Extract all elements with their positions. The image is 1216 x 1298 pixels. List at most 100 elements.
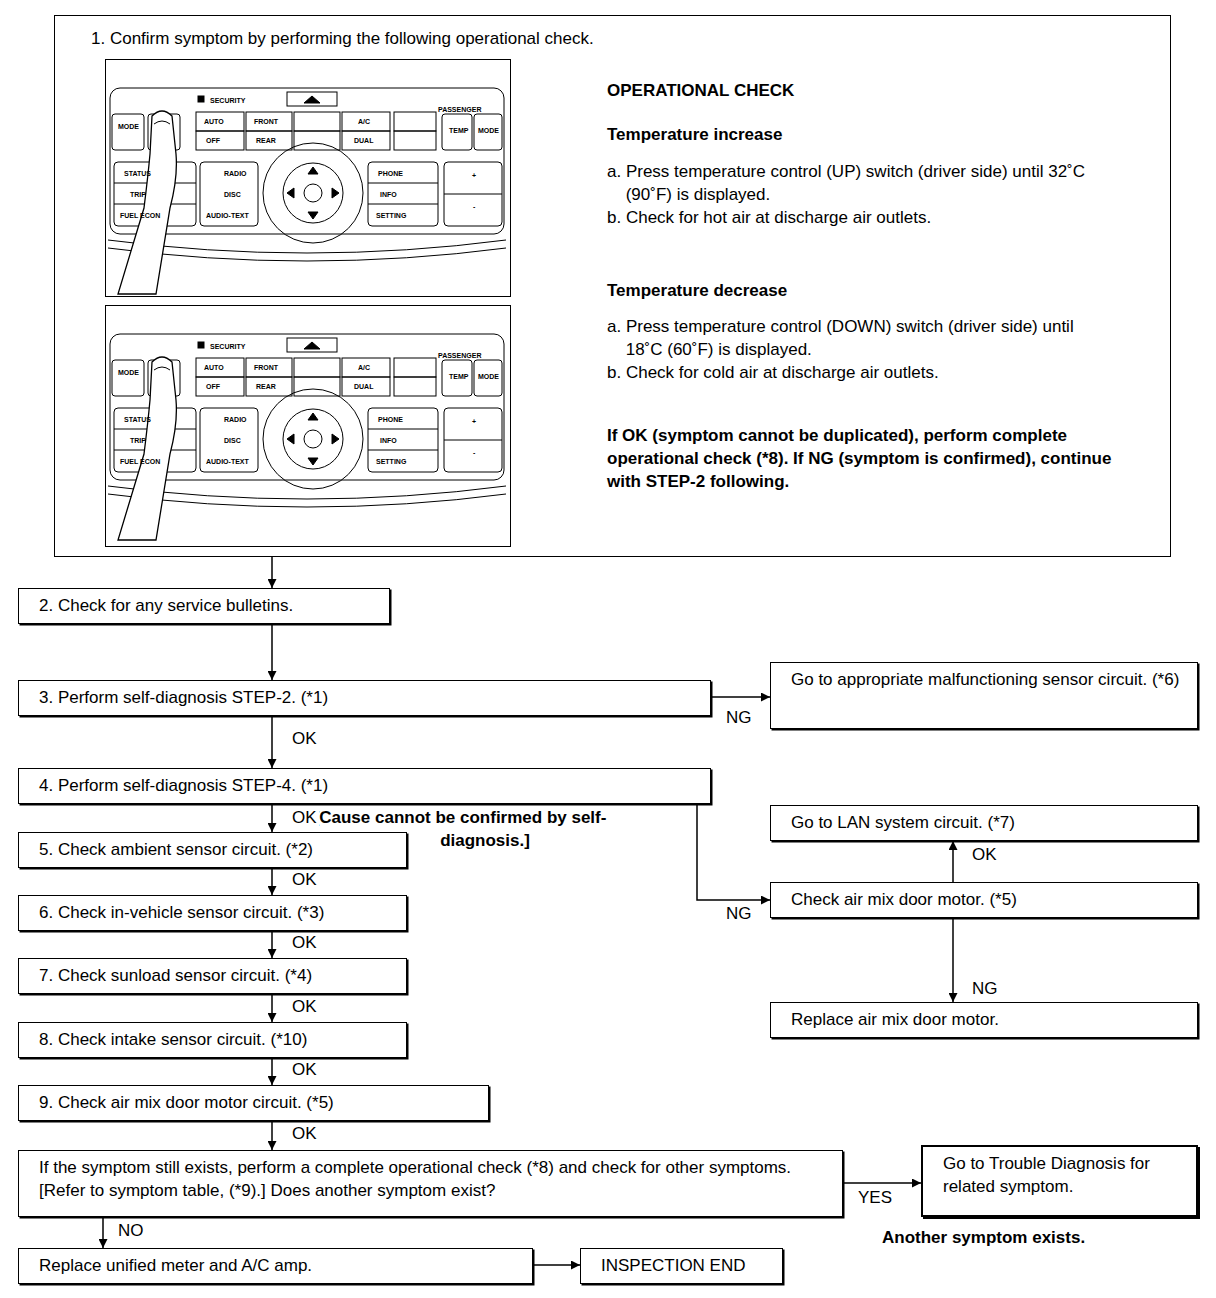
process-box: Replace air mix door motor. <box>770 1002 1198 1038</box>
process-box: 7. Check sunload sensor circuit. (*4) <box>18 958 407 994</box>
button-label: REAR <box>256 137 276 145</box>
edge-label: OK <box>290 870 319 890</box>
flow-arrow <box>271 994 273 1022</box>
button-label: DUAL <box>354 137 373 145</box>
edge-label: OK <box>290 933 319 953</box>
process-box: 4. Perform self-diagnosis STEP-4. (*1) <box>18 768 711 804</box>
flow-arrow <box>271 804 273 832</box>
flow-arrow <box>697 804 770 900</box>
panel-drawing <box>108 88 506 294</box>
button-label: AUTO <box>204 118 224 126</box>
edge-label: OK <box>290 997 319 1017</box>
process-box: 8. Check intake sensor circuit. (*10) <box>18 1022 407 1058</box>
button-label: RADIO <box>224 416 247 424</box>
button-label: SECURITY <box>210 343 245 351</box>
box-text: Replace unified meter and A/C amp. <box>39 1254 520 1277</box>
box-text: Temperature decrease <box>607 279 1147 302</box>
box-text: 2. Check for any service bulletins. <box>39 594 377 617</box>
flow-arrow <box>271 931 273 958</box>
process-box: Go to LAN system circuit. (*7) <box>770 805 1198 841</box>
flow-arrow <box>271 1058 273 1085</box>
box-text: b. Check for hot air at discharge air ou… <box>607 206 1166 229</box>
button-label: TEMP <box>449 127 468 135</box>
button-label: SETTING <box>376 458 406 466</box>
button-label: AUDIO-TEXT <box>206 212 249 220</box>
button-label: PHONE <box>378 170 403 178</box>
flow-arrow <box>843 1182 921 1184</box>
flow-arrow <box>952 918 954 1002</box>
button-label: STATUS <box>124 170 151 178</box>
edge-label: NO <box>116 1221 146 1241</box>
box-text: 1. Confirm symptom by performing the fol… <box>91 27 991 50</box>
process-box: Replace unified meter and A/C amp. <box>18 1248 533 1284</box>
flow-arrow <box>271 716 273 768</box>
box-text: Go to LAN system circuit. (*7) <box>791 811 1185 834</box>
box-text: a. Press temperature control (UP) switch… <box>607 160 1096 206</box>
flow-arrow <box>952 841 954 882</box>
box-text: 6. Check in-vehicle sensor circuit. (*3) <box>39 901 394 924</box>
button-label: RADIO <box>224 170 247 178</box>
edge-label: OK <box>290 729 319 749</box>
box-text: 4. Perform self-diagnosis STEP-4. (*1) <box>39 774 698 797</box>
button-label: INFO <box>380 191 397 199</box>
box-text: 8. Check intake sensor circuit. (*10) <box>39 1028 394 1051</box>
button-label: MODE <box>478 127 499 135</box>
box-text: Go to Trouble Diagnosis for related symp… <box>943 1152 1184 1198</box>
edge-label: OK <box>970 845 999 865</box>
button-label: INFO <box>380 437 397 445</box>
button-label: FUEL ECON <box>120 458 160 466</box>
button-label: OFF <box>206 137 220 145</box>
button-label: PASSENGER <box>438 352 481 360</box>
button-label: AUDIO-TEXT <box>206 458 249 466</box>
flow-arrow <box>711 696 770 698</box>
button-label: TEMP <box>449 373 468 381</box>
button-label: SETTING <box>376 212 406 220</box>
edge-label: NG <box>970 979 1000 999</box>
button-label: + <box>472 172 476 180</box>
process-box: Check air mix door motor. (*5) <box>770 882 1198 918</box>
button-label: FRONT <box>254 364 278 372</box>
edge-label: NG <box>724 904 754 924</box>
box-text: 9. Check air mix door motor circuit. (*5… <box>39 1091 476 1114</box>
button-label: FRONT <box>254 118 278 126</box>
button-label: TRIP <box>130 191 146 199</box>
edge-label: YES <box>856 1188 894 1208</box>
box-text: b. Check for cold air at discharge air o… <box>607 361 1166 384</box>
illustration-frame: SECURITYAUTOOFFFRONTREARA/CDUALMODEPASSE… <box>105 59 511 297</box>
box-text: INSPECTION END <box>601 1254 770 1277</box>
process-box: Go to appropriate malfunctioning sensor … <box>770 662 1198 729</box>
box-text: If OK (symptom cannot be duplicated), pe… <box>607 424 1137 493</box>
flow-arrow <box>102 1217 104 1248</box>
note-text: [Cause cannot be confirmed by self-diagn… <box>340 806 630 852</box>
box-text: Replace air mix door motor. <box>791 1008 1185 1031</box>
box-text: OPERATIONAL CHECK <box>607 79 1147 102</box>
button-label: + <box>472 418 476 426</box>
flow-arrow <box>271 624 273 680</box>
button-label: PASSENGER <box>438 106 481 114</box>
panel-drawing <box>108 334 506 540</box>
button-label: MODE <box>118 369 139 377</box>
button-label: DISC <box>224 191 241 199</box>
button-label: MODE <box>478 373 499 381</box>
button-label: TRIP <box>130 437 146 445</box>
button-label: REAR <box>256 383 276 391</box>
box-text: If the symptom still exists, perform a c… <box>39 1156 830 1202</box>
button-label: DUAL <box>354 383 373 391</box>
button-label: A/C <box>358 364 370 372</box>
process-box: INSPECTION END <box>580 1248 783 1284</box>
box-text: 7. Check sunload sensor circuit. (*4) <box>39 964 394 987</box>
box-text: a. Press temperature control (DOWN) swit… <box>607 315 1096 361</box>
button-label: AUTO <box>204 364 224 372</box>
edge-label: NG <box>724 708 754 728</box>
flow-arrow <box>271 1121 273 1150</box>
process-box: 2. Check for any service bulletins. <box>18 588 390 624</box>
box-text: 3. Perform self-diagnosis STEP-2. (*1) <box>39 686 698 709</box>
flow-arrow <box>271 868 273 895</box>
box-text: Go to appropriate malfunctioning sensor … <box>791 668 1185 691</box>
edge-label: OK <box>290 1060 319 1080</box>
button-label: PHONE <box>378 416 403 424</box>
button-label: - <box>473 203 475 211</box>
step-panel: 1. Confirm symptom by performing the fol… <box>54 15 1171 557</box>
process-box: Go to Trouble Diagnosis for related symp… <box>921 1145 1198 1217</box>
button-label: MODE <box>118 123 139 131</box>
